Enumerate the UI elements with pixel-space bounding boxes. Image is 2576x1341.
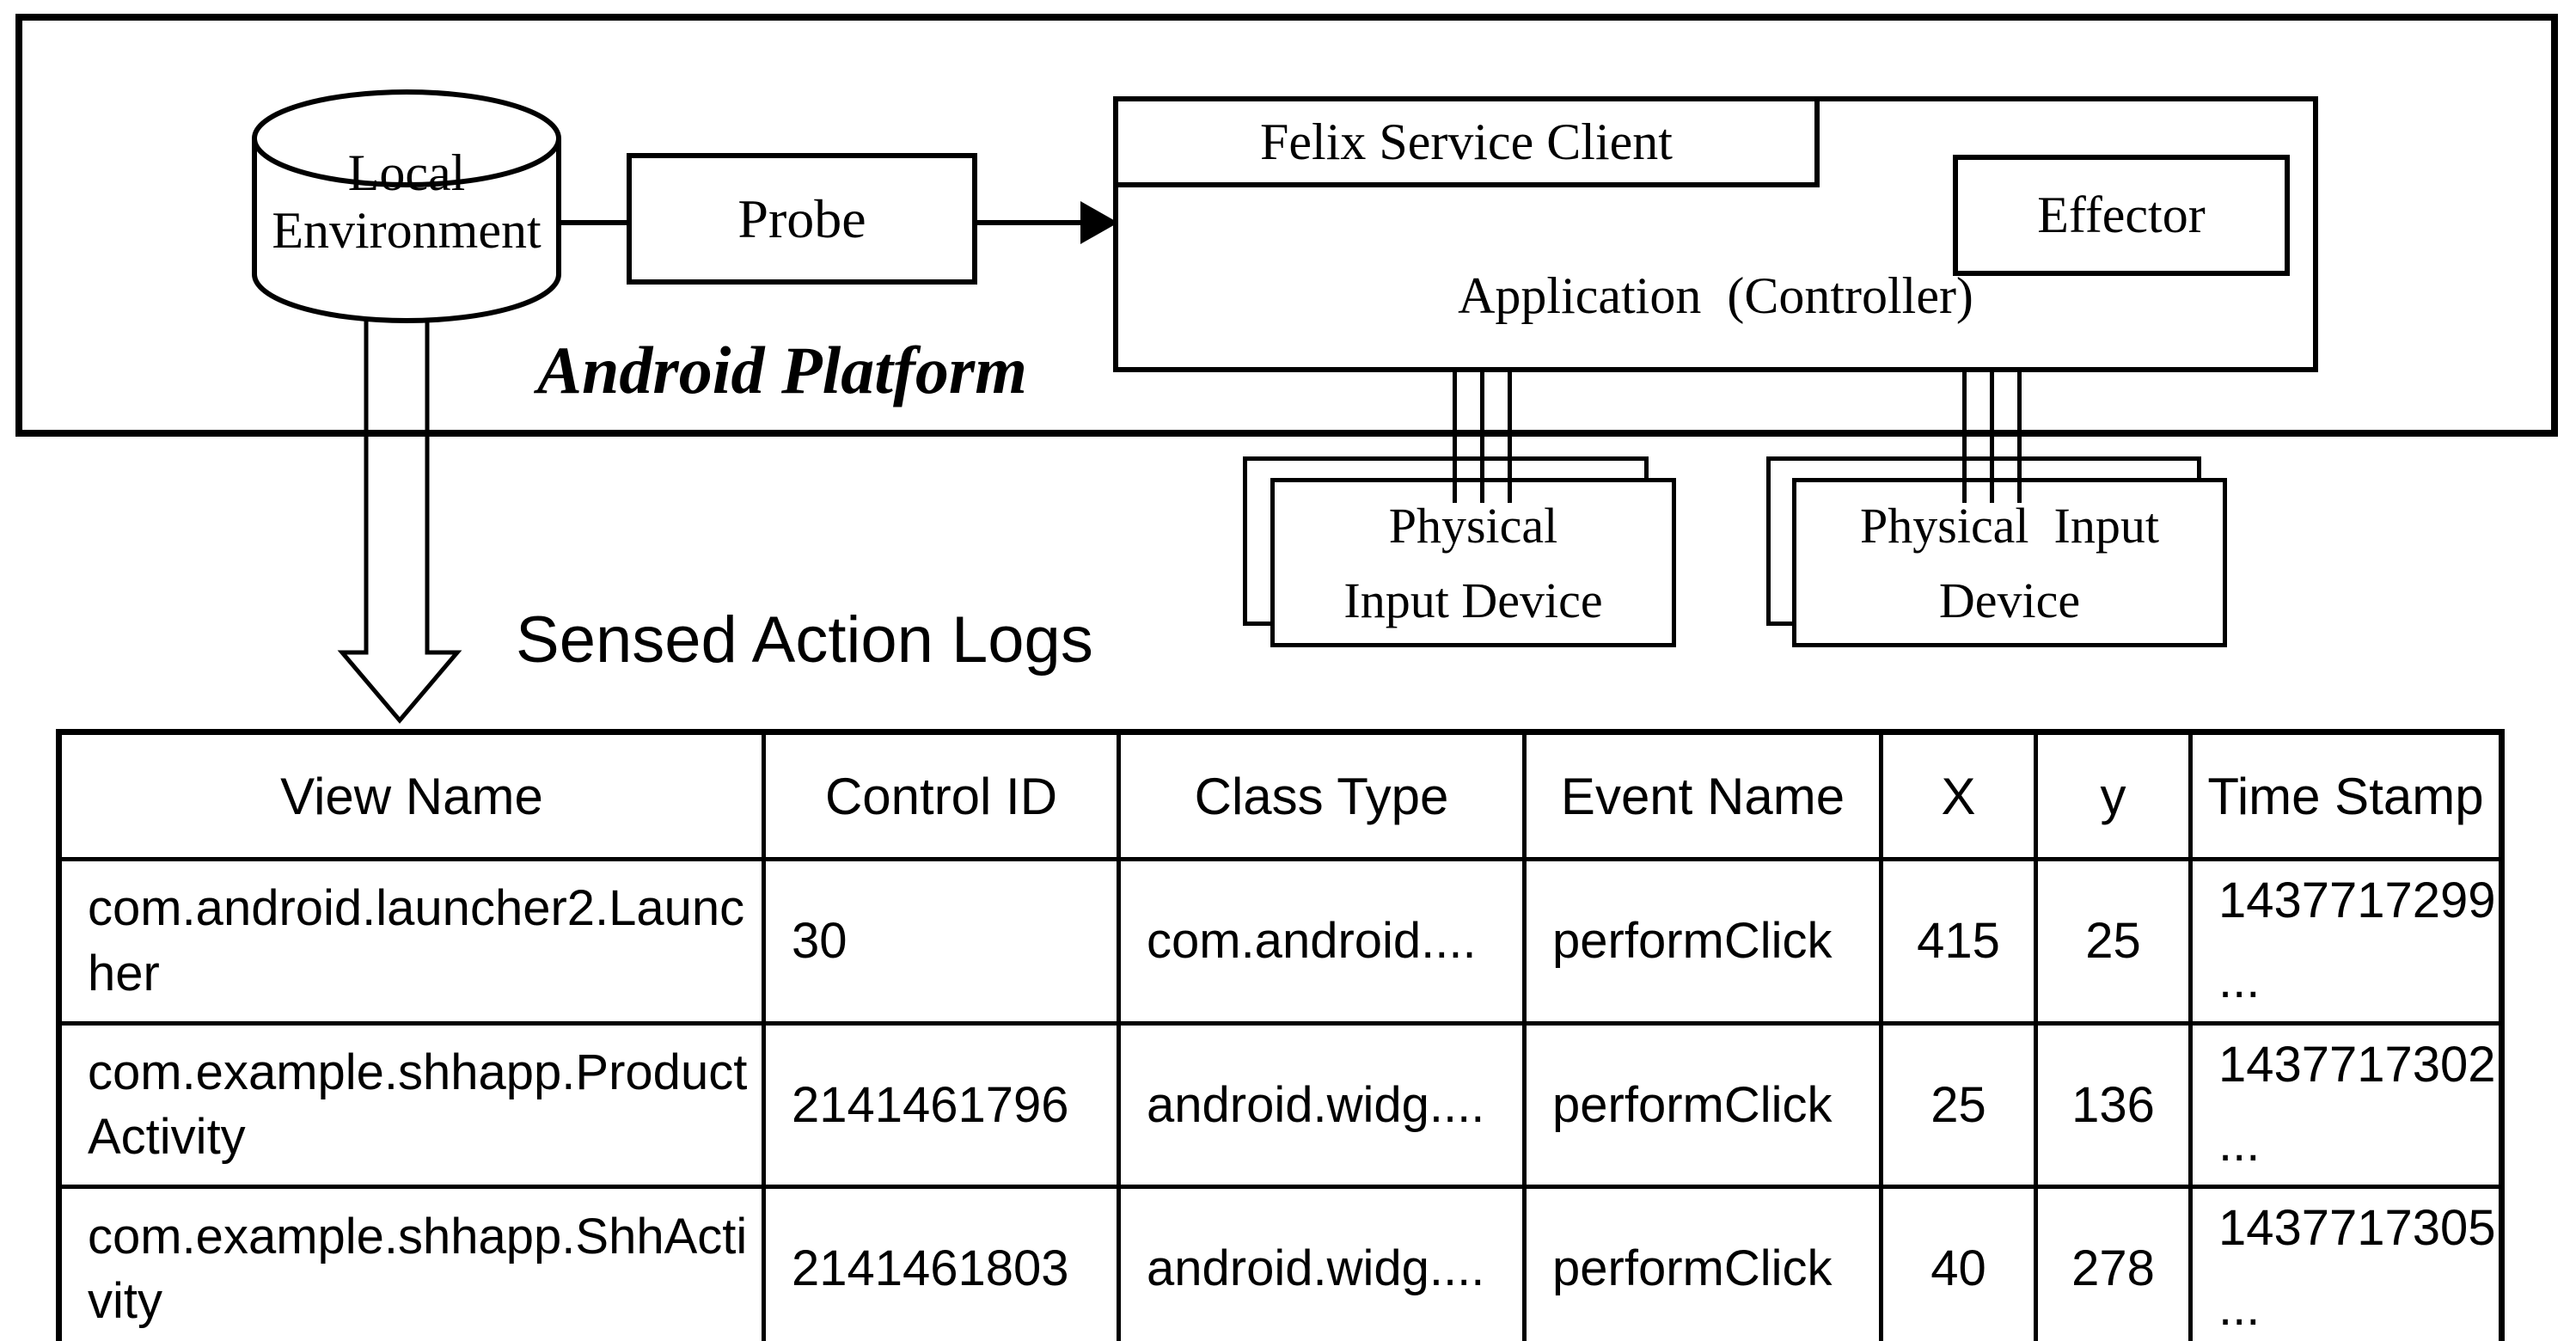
cell-event-name: performClick (1522, 1020, 1883, 1190)
connector-line (1453, 372, 1457, 503)
cell-y: 25 (2034, 857, 2193, 1026)
felix-service-client-label: Felix Service Client (1260, 113, 1673, 170)
sensed-action-log-table: View Name Control ID Class Type Event Na… (56, 729, 2505, 1341)
physical-input-device-left-label: Physical Input Device (1343, 497, 1603, 628)
cell-y: 278 (2034, 1185, 2193, 1341)
cell-class-type: com.android.... (1117, 857, 1527, 1026)
sensed-action-logs-label: Sensed Action Logs (516, 603, 1093, 677)
cell-x: 40 (1879, 1185, 2038, 1341)
effector-label: Effector (2037, 187, 2206, 243)
felix-service-client-box: Felix Service Client (1113, 96, 1820, 187)
cell-view-name: com.android.launcher2.Launc her (57, 857, 766, 1026)
local-environment-label: Local Environment (272, 144, 542, 260)
cell-x: 415 (1879, 857, 2038, 1026)
connector-line (2017, 372, 2022, 503)
table-row: com.android.launcher2.Launc her 30 com.a… (57, 857, 2504, 1026)
cell-view-name: com.example.shhapp.Product Activity (57, 1020, 766, 1190)
android-platform-box (15, 14, 2558, 437)
down-arrow-icon (337, 319, 462, 724)
cell-control-id: 2141461803 (762, 1185, 1121, 1341)
column-header-time-stamp: Time Stamp (2188, 730, 2504, 861)
cell-view-name: com.example.shhapp.ShhActi vity (57, 1185, 766, 1341)
cell-time-stamp: 1437717302 ... (2188, 1020, 2504, 1190)
table-row: com.example.shhapp.ShhActi vity 21414618… (57, 1185, 2504, 1341)
connector-line (1990, 372, 1994, 503)
connector-line (1508, 372, 1512, 503)
connector-line (1962, 372, 1967, 503)
cell-event-name: performClick (1522, 857, 1883, 1026)
application-controller-label: Application (Controller) (1458, 267, 1973, 324)
cell-class-type: android.widg.... (1117, 1185, 1527, 1341)
cell-control-id: 30 (762, 857, 1121, 1026)
cell-event-name: performClick (1522, 1185, 1883, 1341)
cell-class-type: android.widg.... (1117, 1020, 1527, 1190)
connector-line (560, 220, 628, 225)
column-header-class-type: Class Type (1117, 730, 1527, 861)
table-row: com.example.shhapp.Product Activity 2141… (57, 1020, 2504, 1190)
connector-line (976, 220, 1084, 225)
connector-line (1480, 372, 1484, 503)
cell-control-id: 2141461796 (762, 1020, 1121, 1190)
physical-input-device-right-box: Physical Input Device (1792, 478, 2227, 647)
android-platform-label: Android Platform (537, 333, 1027, 407)
column-header-y: y (2034, 730, 2193, 861)
column-header-x: X (1879, 730, 2038, 861)
cell-x: 25 (1879, 1020, 2038, 1190)
probe-box: Probe (627, 153, 977, 285)
probe-label: Probe (737, 187, 866, 249)
cell-time-stamp: 1437717305 ... (2188, 1185, 2504, 1341)
effector-box: Effector (1953, 155, 2290, 276)
column-header-event-name: Event Name (1522, 730, 1883, 861)
cell-time-stamp: 1437717299 ... (2188, 857, 2504, 1026)
physical-input-device-left-box: Physical Input Device (1270, 478, 1676, 647)
arrowhead-right-icon (1080, 201, 1118, 244)
cell-y: 136 (2034, 1020, 2193, 1190)
column-header-control-id: Control ID (762, 730, 1121, 861)
table-header-row: View Name Control ID Class Type Event Na… (57, 730, 2504, 861)
column-header-view-name: View Name (57, 730, 766, 861)
database-cylinder-icon (252, 89, 561, 323)
physical-input-device-right-label: Physical Input Device (1860, 497, 2159, 628)
